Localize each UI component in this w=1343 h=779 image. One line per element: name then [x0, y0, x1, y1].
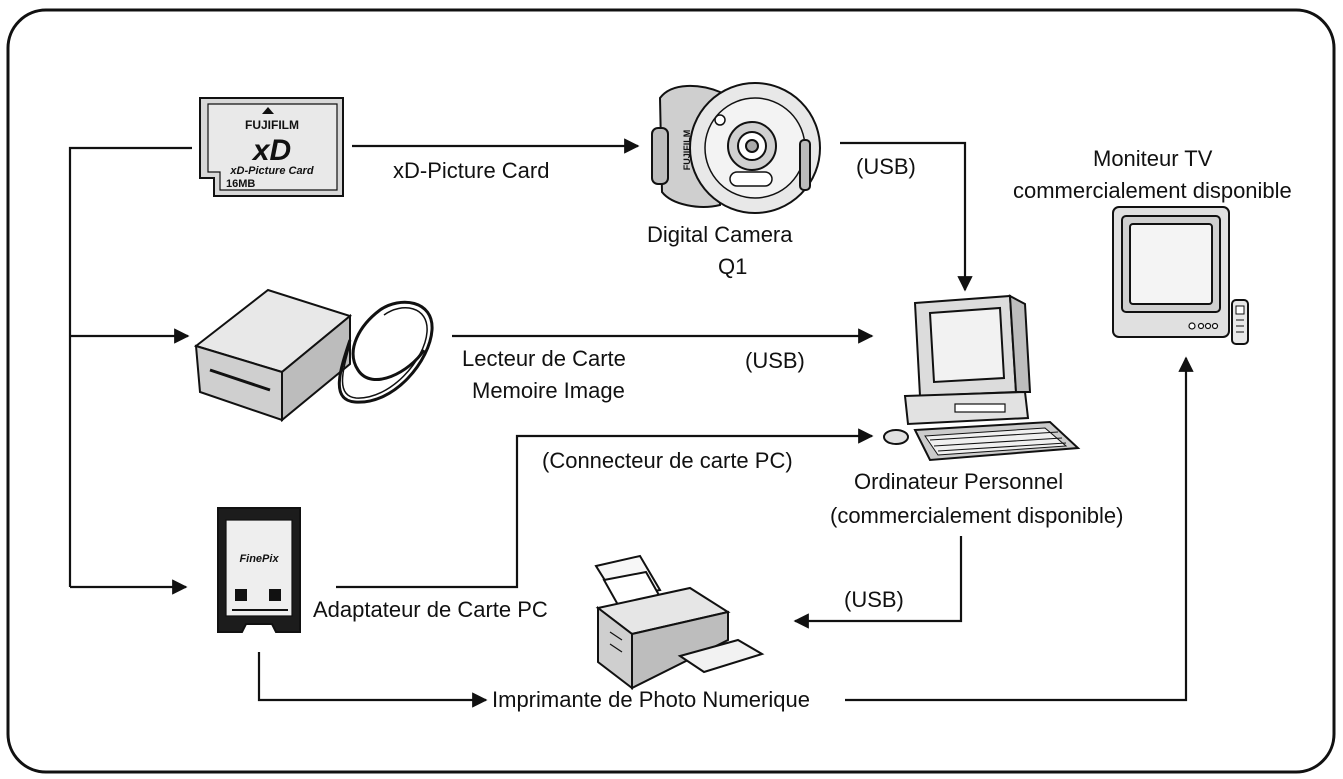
xd-card-icon: FUJIFILM xD xD-Picture Card 16MB: [199, 97, 344, 197]
label-tv-line2: commercialement disponible: [1013, 178, 1292, 203]
camera-icon: FUJIFILM: [651, 82, 821, 214]
label-pc-adapter: Adaptateur de Carte PC: [313, 597, 548, 622]
label-camera-line2: Q1: [718, 254, 748, 279]
label-xd-card: xD-Picture Card: [393, 158, 550, 183]
line-card-left-bus: [68, 146, 192, 587]
computer-icon: [883, 294, 1081, 462]
arrow-pc-to-printer: [793, 536, 963, 629]
card-name-text: xD-Picture Card: [229, 165, 313, 177]
label-pc-line2: (commercialement disponible): [830, 503, 1124, 528]
label-usb-printer: (USB): [844, 587, 904, 612]
label-reader-line1: Lecteur de Carte: [462, 346, 626, 371]
label-printer: Imprimante de Photo Numerique: [492, 687, 810, 712]
outer-frame: [6, 8, 1336, 774]
camera-brand-text: FUJIFILM: [682, 130, 692, 171]
label-usb-reader: (USB): [745, 348, 805, 373]
card-logo-text: xD: [251, 134, 291, 167]
printer-icon: [594, 554, 765, 691]
arrow-adapter-to-pc: [336, 428, 874, 589]
card-brand-text: FUJIFILM: [245, 118, 299, 132]
tv-icon: [1112, 206, 1249, 345]
arrow-adapter-to-printer: [257, 652, 488, 708]
label-tv-line1: Moniteur TV: [1093, 146, 1213, 171]
connections: [68, 138, 1194, 708]
arrow-camera-to-pc: [840, 141, 973, 292]
pc-adapter-icon: FinePix: [217, 507, 301, 633]
adapter-brand-text: FinePix: [239, 553, 279, 565]
label-camera-line1: Digital Camera: [647, 222, 793, 247]
arrow-printer-to-tv: [845, 356, 1194, 702]
label-pc-connector: (Connecteur de carte PC): [542, 448, 793, 473]
label-reader-line2: Memoire Image: [472, 378, 625, 403]
card-capacity-text: 16MB: [226, 178, 255, 190]
card-reader-icon: [193, 288, 434, 423]
label-usb-camera: (USB): [856, 154, 916, 179]
label-pc-line1: Ordinateur Personnel: [854, 469, 1064, 494]
